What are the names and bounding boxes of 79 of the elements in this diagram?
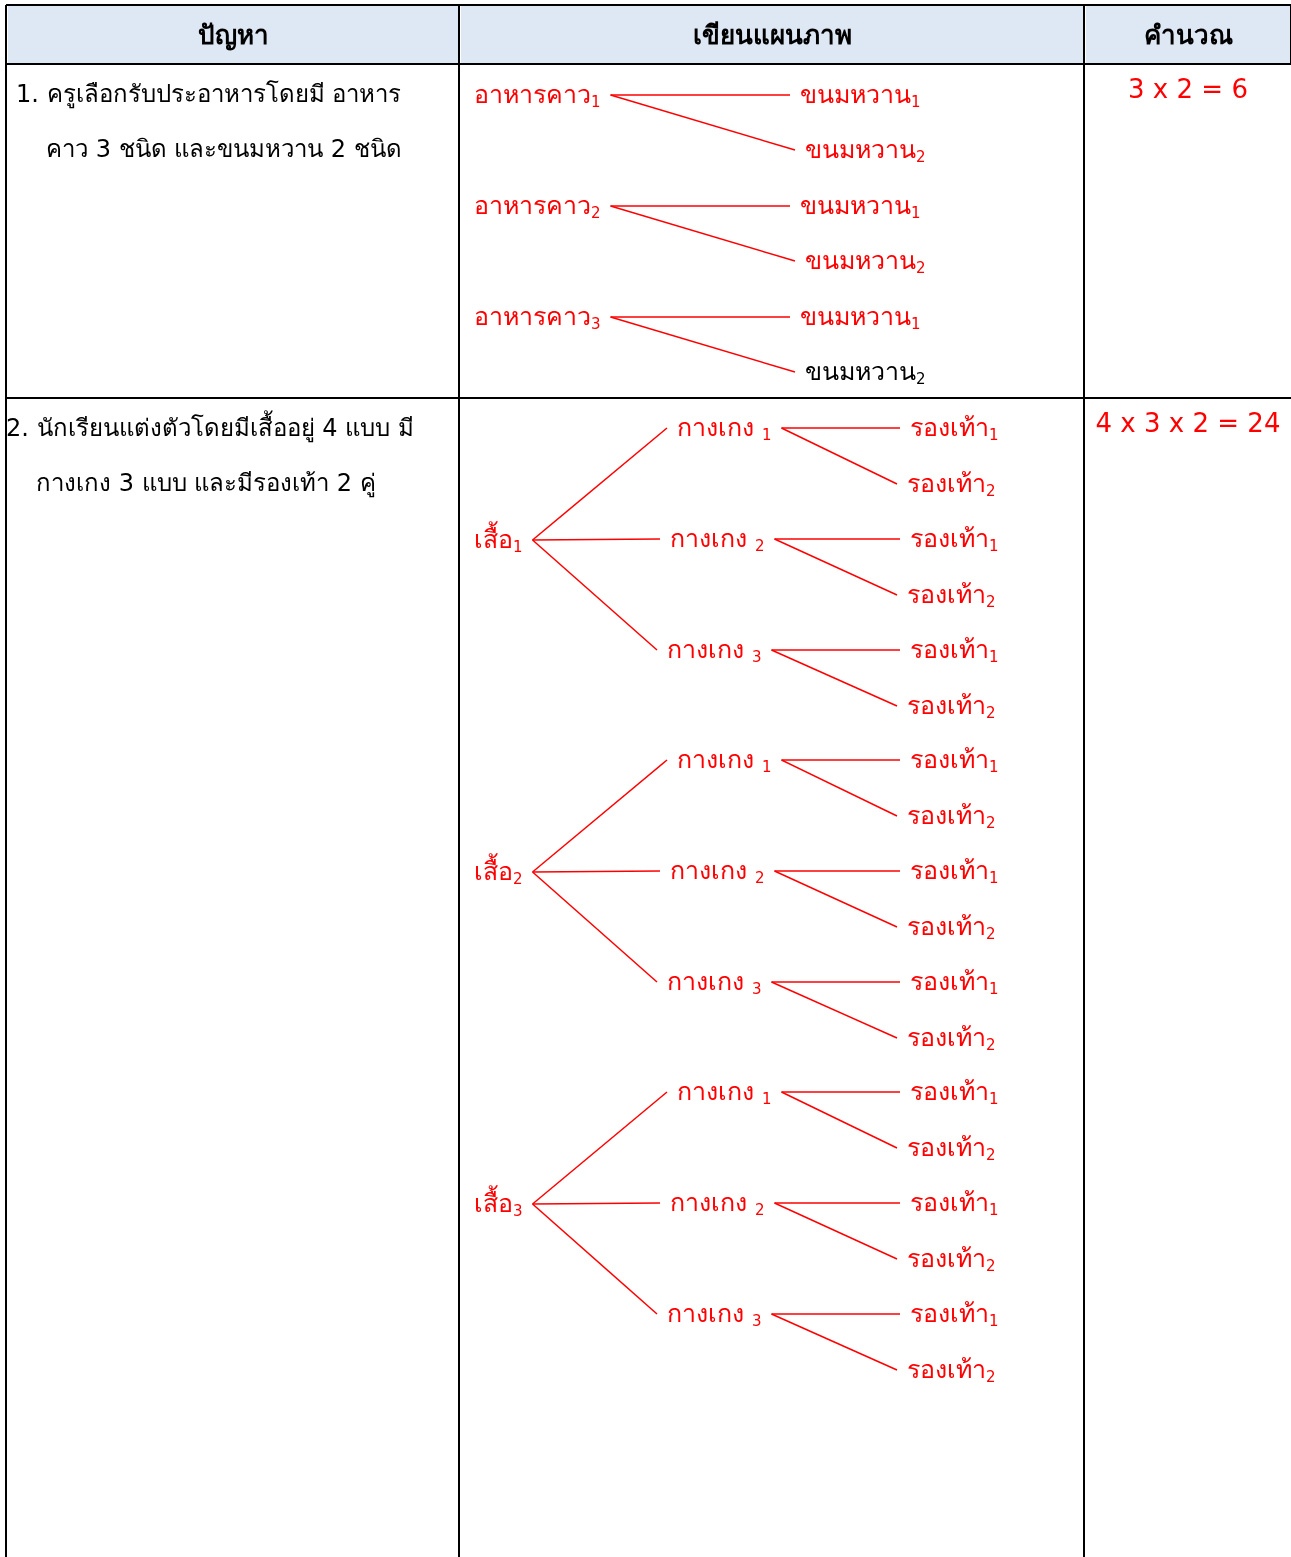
tree-branch (609, 205, 791, 207)
tree-branch (609, 205, 796, 262)
tree-label: รองเท้า$_{1}$ (910, 522, 999, 556)
tree-branch (780, 427, 898, 485)
tree-label: รองเท้า$_{1}$ (910, 1075, 999, 1109)
tree-label: กางเกง $_{1}$ (677, 411, 772, 445)
tree-branch (770, 1313, 898, 1371)
tree-label: รองเท้า$_{2}$ (907, 1021, 996, 1055)
tree-branch (780, 1091, 901, 1093)
header-cell: เขียนแผนภาพ (461, 6, 1083, 63)
tree-label: รองเท้า$_{2}$ (907, 1353, 996, 1387)
tree-branch (531, 538, 661, 541)
tree-branch (531, 1091, 668, 1205)
tree-label: อาหารคาว$_{2}$ (474, 189, 601, 223)
tree-label: รองเท้า$_{1}$ (910, 1297, 999, 1331)
tree-label: อาหารคาว$_{1}$ (474, 78, 601, 112)
tree-label: กางเกง $_{2}$ (670, 522, 765, 556)
tree-branch (780, 759, 898, 817)
tree-branch (531, 1202, 661, 1205)
tree-branch (531, 759, 668, 873)
tree-label: รองเท้า$_{1}$ (910, 633, 999, 667)
tree-branch (770, 981, 901, 983)
tree-branch (773, 538, 898, 596)
tree-branch (780, 1091, 898, 1149)
tree-label: กางเกง $_{3}$ (667, 965, 762, 999)
tree-label: เสื้อ$_{3}$ (474, 1187, 523, 1221)
tree-label: รองเท้า$_{2}$ (907, 467, 996, 501)
tree-label: รองเท้า$_{1}$ (910, 965, 999, 999)
tree-label: รองเท้า$_{1}$ (910, 743, 999, 777)
tree-branch (531, 870, 661, 873)
header-cell: คำนวณ (1086, 6, 1290, 63)
tree-branch (531, 1203, 658, 1315)
calculation-text: 4 x 3 x 2 = 24 (1094, 408, 1282, 438)
tree-label: รองเท้า$_{2}$ (907, 689, 996, 723)
tree-branch (609, 94, 791, 96)
tree-label: รองเท้า$_{1}$ (910, 1186, 999, 1220)
problem-text: 2. นักเรียนแต่งตัวโดยมีเสื้ออยู่ 4 แบบ มีกางเกง 3 แบบ และมีรองเท้า 2 คู่ (6, 401, 446, 511)
tree-branch (531, 427, 668, 541)
tree-branch (531, 871, 658, 983)
tree-label: กางเกง $_{2}$ (670, 854, 765, 888)
tree-branch (531, 539, 658, 651)
tree-branch (770, 649, 901, 651)
tree-branch (773, 1202, 898, 1260)
tree-label: ขนมหวาน$_{2}$ (805, 355, 926, 389)
tree-label: ขนมหวาน$_{1}$ (800, 189, 921, 223)
tree-branch (773, 870, 898, 928)
calculation-text: 3 x 2 = 6 (1127, 74, 1249, 104)
tree-label: ขนมหวาน$_{1}$ (800, 300, 921, 334)
tree-label: อาหารคาว$_{3}$ (474, 300, 601, 334)
tree-label: ขนมหวาน$_{2}$ (805, 133, 926, 167)
tree-label: รองเท้า$_{2}$ (907, 1131, 996, 1165)
tree-label: รองเท้า$_{2}$ (907, 578, 996, 612)
tree-label: เสื้อ$_{1}$ (474, 523, 523, 557)
header-cell: ปัญหา (8, 6, 458, 63)
tree-branch (773, 538, 901, 540)
tree-branch (770, 649, 898, 707)
tree-label: กางเกง $_{1}$ (677, 743, 772, 777)
tree-label: ขนมหวาน$_{1}$ (800, 78, 921, 112)
tree-label: กางเกง $_{2}$ (670, 1186, 765, 1220)
tree-label: เสื้อ$_{2}$ (474, 855, 523, 889)
tree-label: กางเกง $_{3}$ (667, 633, 762, 667)
tree-label: กางเกง $_{1}$ (677, 1075, 772, 1109)
tree-branch (770, 1313, 901, 1315)
tree-label: รองเท้า$_{1}$ (910, 854, 999, 888)
tree-branch (773, 1202, 901, 1204)
tree-label: รองเท้า$_{2}$ (907, 910, 996, 944)
tree-label: ขนมหวาน$_{2}$ (805, 244, 926, 278)
tree-label: รองเท้า$_{1}$ (910, 411, 999, 445)
tree-branch (780, 427, 901, 429)
tree-branch (609, 94, 796, 151)
tree-branch (770, 981, 898, 1039)
tree-label: รองเท้า$_{2}$ (907, 1242, 996, 1276)
problem-text: 1. ครูเลือกรับประอาหารโดยมี อาหาร คาว 3 ชนิด และขนมหวาน 2 ชนิด (16, 79, 403, 165)
tree-branch (780, 759, 901, 761)
tree-branch (609, 316, 796, 373)
tree-branch (609, 316, 791, 318)
tree-label: รองเท้า$_{2}$ (907, 799, 996, 833)
tree-branch (773, 870, 901, 872)
tree-label: กางเกง $_{3}$ (667, 1297, 762, 1331)
